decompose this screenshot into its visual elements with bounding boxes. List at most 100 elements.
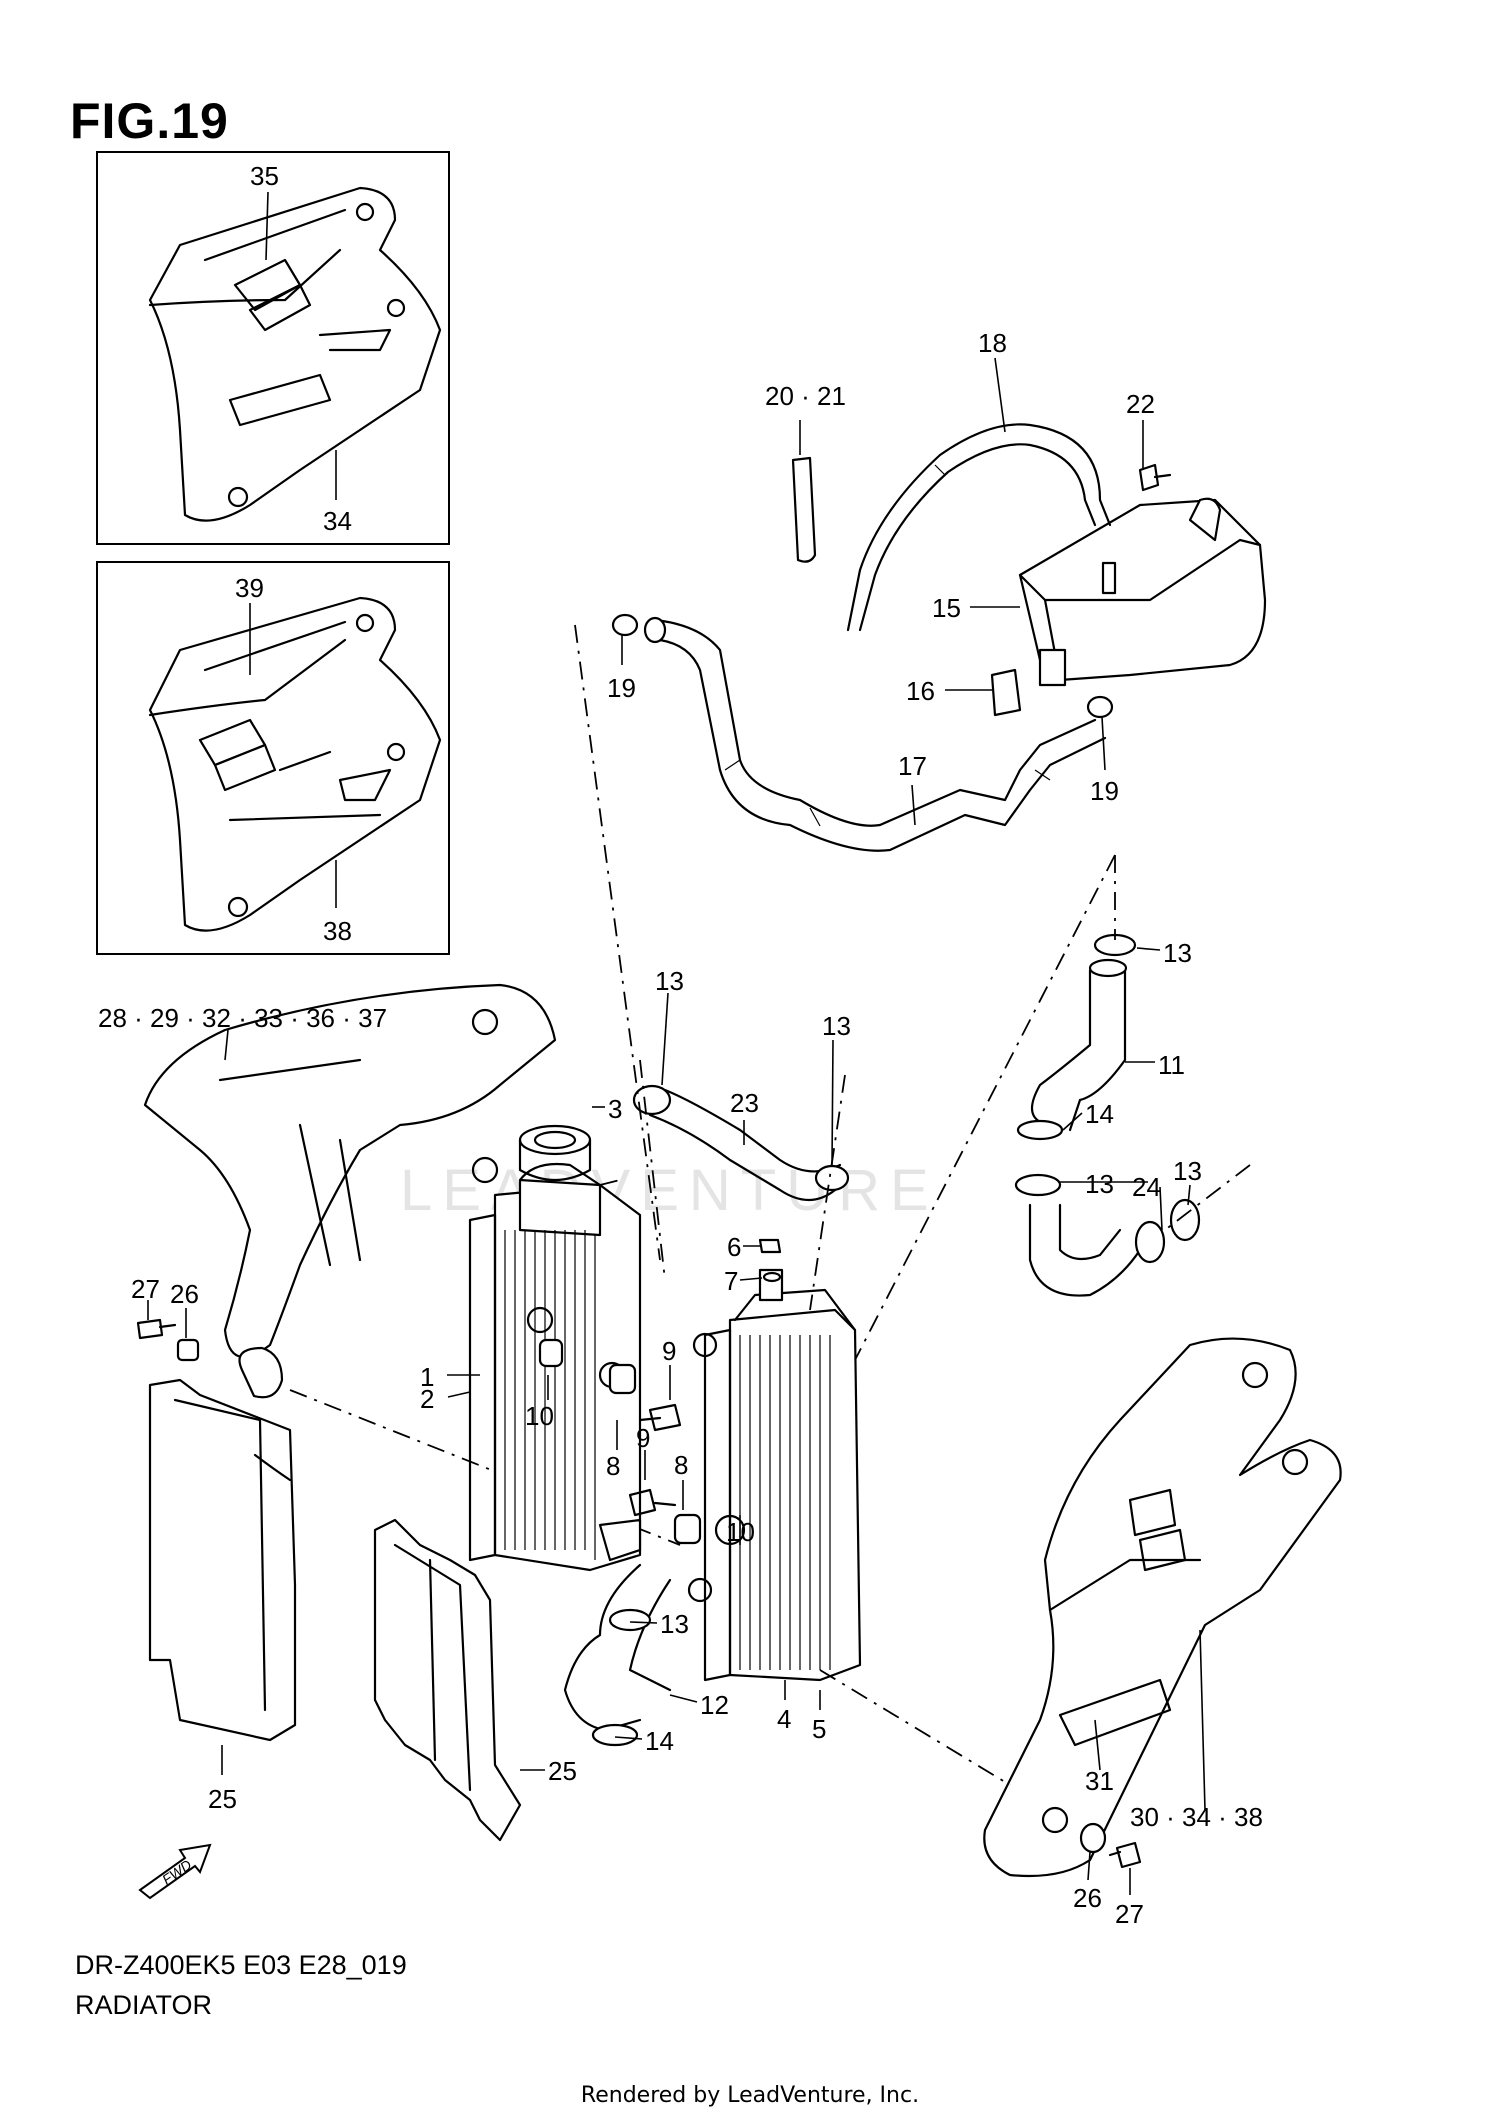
leader-35 — [265, 191, 269, 261]
radiator-guard-left — [148, 1378, 297, 1742]
callout-15: 15 — [932, 593, 961, 623]
bolt-6-washer-7 — [758, 1238, 782, 1283]
bolt-22 — [1138, 463, 1172, 492]
callout-13b: 13 — [822, 1011, 851, 1041]
breather-hose-18 — [846, 423, 1112, 632]
callout-20-21: 20 · 21 — [765, 381, 846, 411]
callout-28: 28 · 29 · 32 · 33 · 36 · 37 — [98, 1003, 387, 1033]
callout-9a: 9 — [662, 1336, 676, 1366]
dash-24 — [1164, 1164, 1251, 1231]
leader-26b — [1087, 1851, 1091, 1881]
callout-7: 7 — [724, 1266, 738, 1296]
model-code: DR-Z400EK5 E03 E28_019 — [75, 1950, 407, 1980]
figure-title: FIG.19 — [70, 93, 229, 149]
leader-7 — [739, 1277, 763, 1281]
dash-11 — [854, 854, 1116, 1361]
lower-hose-12 — [563, 1563, 672, 1747]
callout-9b: 9 — [636, 1423, 650, 1453]
callout-14a: 14 — [1085, 1099, 1114, 1129]
leader-13c — [1136, 947, 1161, 951]
leader-28 — [224, 1029, 229, 1061]
leader-13e — [629, 1621, 658, 1624]
callout-13d: 13 — [1085, 1169, 1114, 1199]
leader-24 — [1159, 1186, 1163, 1231]
leader-30 — [1199, 1629, 1206, 1811]
dash-right-shroud — [819, 1669, 1011, 1786]
hose-24 — [1014, 1173, 1201, 1297]
callout-35: 35 — [250, 161, 279, 191]
callout-3: 3 — [608, 1094, 622, 1124]
leader-14b — [614, 1736, 643, 1740]
dash-23-right — [809, 1074, 846, 1311]
callout-27a: 27 — [131, 1274, 160, 1304]
render-credit: Rendered by LeadVenture, Inc. — [580, 2083, 920, 2108]
callout-30: 30 · 34 · 38 — [1130, 1802, 1263, 1832]
section-name: RADIATOR — [75, 1990, 213, 2020]
callout-26a: 26 — [170, 1279, 199, 1309]
right-radiator-fins — [739, 1335, 831, 1670]
callout-25b: 25 — [548, 1756, 577, 1786]
leader-2 — [447, 1391, 471, 1398]
hose-17 — [643, 616, 1107, 852]
callout-17: 17 — [898, 751, 927, 781]
callout-11: 11 — [1158, 1050, 1185, 1080]
callout-13a: 13 — [655, 966, 684, 996]
callout-8b: 8 — [674, 1450, 688, 1480]
dash-19-left — [574, 624, 661, 1261]
callout-31: 31 — [1085, 1766, 1114, 1796]
leader-13a — [661, 992, 669, 1086]
left-radiator-shroud — [143, 983, 557, 1399]
callout-10a: 10 — [525, 1401, 554, 1431]
callout-6: 6 — [727, 1232, 741, 1262]
callout-12: 12 — [700, 1690, 729, 1720]
callout-2: 2 — [420, 1384, 434, 1414]
callout-23: 23 — [730, 1088, 759, 1118]
callout-4: 4 — [777, 1704, 791, 1734]
callout-numbers: 35 34 39 38 28 · 29 · 32 · 33 · 36 · 37 … — [98, 161, 1263, 1929]
callout-8a: 8 — [606, 1451, 620, 1481]
right-radiator — [687, 1268, 862, 1682]
bracket-20-21 — [791, 456, 817, 563]
leader-14a — [1062, 1112, 1083, 1131]
leader-13f — [1187, 1184, 1191, 1206]
clamps-19 — [611, 613, 1114, 719]
callout-22: 22 — [1126, 389, 1155, 419]
inset-box-top — [96, 151, 450, 545]
mount-bolts-grommets — [538, 1338, 702, 1545]
inset-box-bottom — [96, 561, 450, 955]
leader-18 — [994, 357, 1006, 433]
leader-13b — [831, 1039, 834, 1166]
leader-19b — [1101, 716, 1106, 771]
callout-38: 38 — [323, 916, 352, 946]
callout-16: 16 — [906, 676, 935, 706]
dash-cap — [599, 1179, 621, 1186]
left-radiator-fins — [504, 1230, 596, 1560]
callout-1: 1 — [420, 1362, 434, 1392]
callout-13f: 13 — [1173, 1156, 1202, 1186]
right-radiator-shroud — [983, 1337, 1342, 1878]
callout-5: 5 — [812, 1714, 826, 1744]
callout-27b: 27 — [1115, 1899, 1144, 1929]
leader-31 — [1094, 1719, 1101, 1771]
bolt-collar-left — [136, 1318, 200, 1362]
radiator-guard-center — [373, 1518, 522, 1842]
leader-17 — [911, 784, 916, 826]
reservoir-tank — [1018, 497, 1267, 687]
callout-19a: 19 — [607, 673, 636, 703]
radiator-cap — [518, 1124, 592, 1181]
callout-25a: 25 — [208, 1784, 237, 1814]
hose-11 — [1016, 933, 1137, 1141]
callout-24: 24 — [1132, 1172, 1161, 1202]
callout-18: 18 — [978, 328, 1007, 358]
hose-23 — [632, 1084, 850, 1202]
callout-34: 34 — [323, 506, 352, 536]
callout-39: 39 — [235, 573, 264, 603]
callout-13e: 13 — [660, 1609, 689, 1639]
callout-13c: 13 — [1163, 938, 1192, 968]
watermark: LEADVENTURE — [400, 1158, 939, 1223]
fwd-arrow-icon: FWD — [138, 1843, 212, 1900]
callout-14b: 14 — [645, 1726, 674, 1756]
shroud-decal-inset-34 — [148, 186, 442, 522]
callout-26b: 26 — [1073, 1883, 1102, 1913]
